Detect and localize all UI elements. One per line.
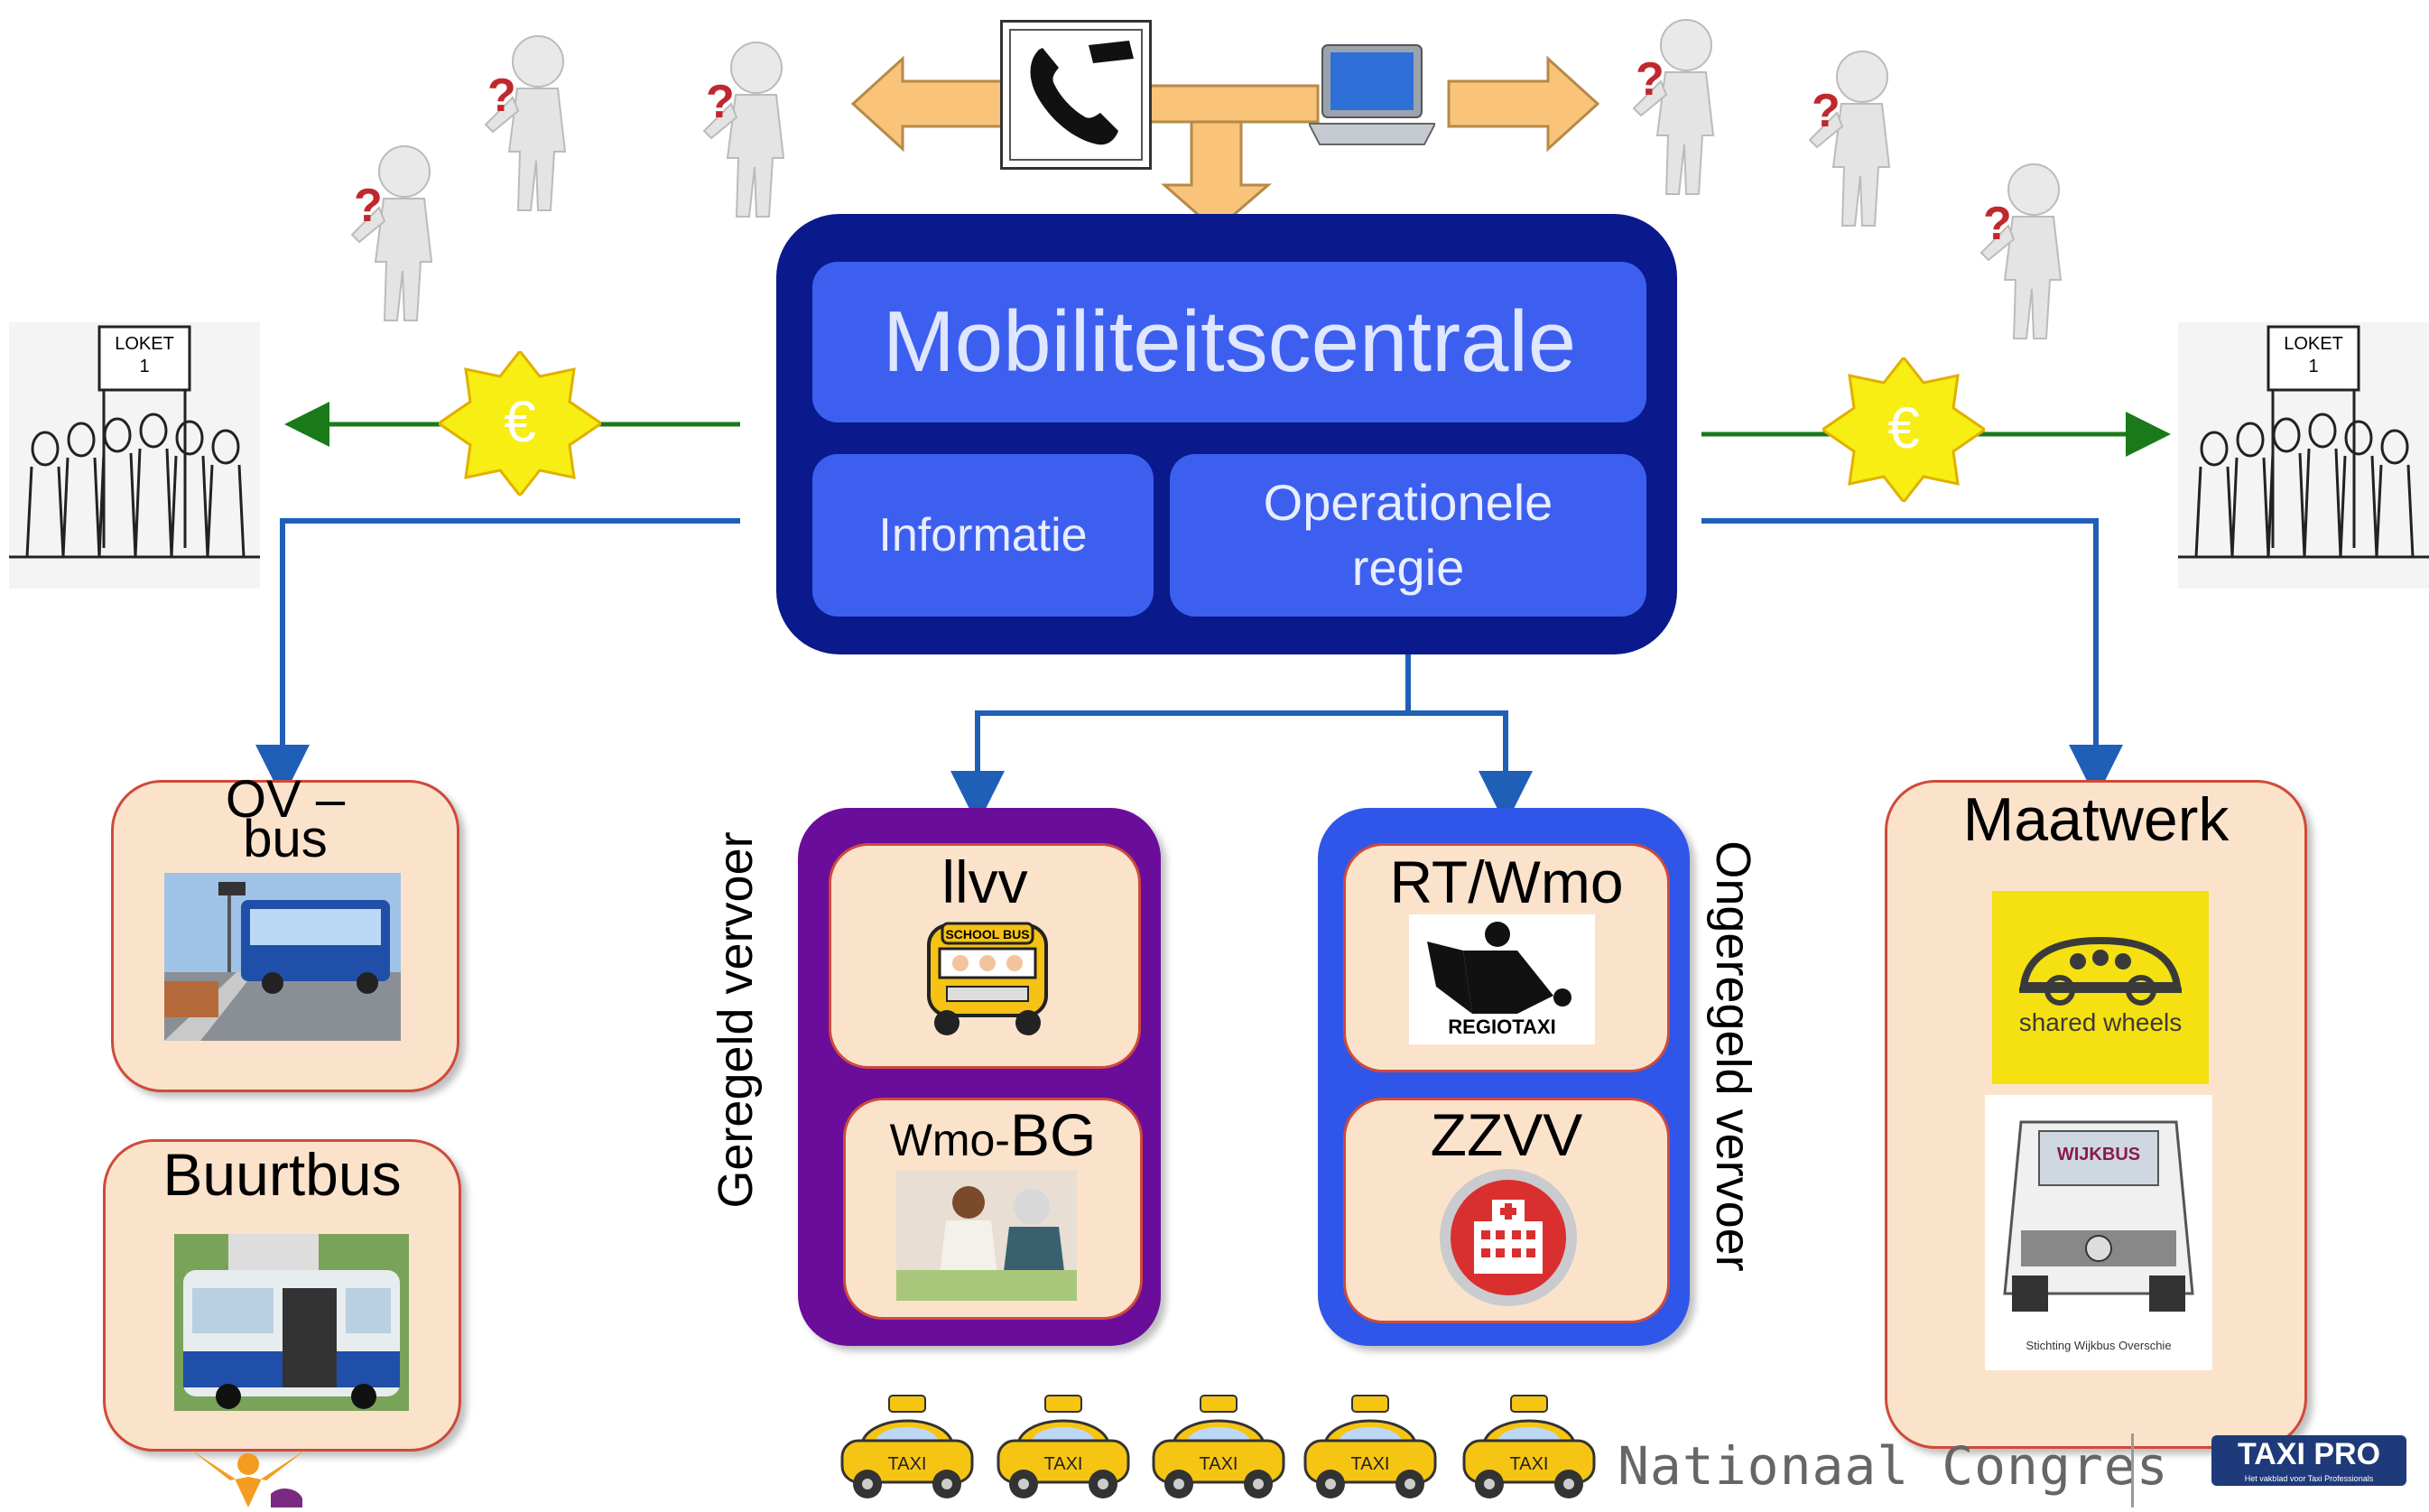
taxi-icon: TAXI: [835, 1388, 979, 1504]
ongeregeld-vervoer-label: Ongeregeld vervoer: [1706, 840, 1760, 1272]
buurtbus-box: Buurtbus: [103, 1139, 461, 1452]
taxi-label: TAXI: [1044, 1454, 1083, 1474]
shared-wheels-text: shared wheels: [2019, 1008, 2183, 1036]
loket-sign-line2: 1: [2308, 357, 2318, 376]
city-bus-photo: [164, 873, 401, 1041]
loket-sign-line2: 1: [139, 357, 149, 376]
ov-bus-box: OV – bus: [111, 770, 459, 1092]
loket-illustration-left: LOKET 1: [9, 322, 260, 589]
taxi-label: TAXI: [1351, 1454, 1390, 1474]
question-person-icon: ?: [1963, 153, 2081, 343]
link-ongeregeld: [1408, 710, 1533, 825]
regiotaxi-text: REGIOTAXI: [1448, 1016, 1555, 1038]
zzvv-title: ZZVV: [1430, 1101, 1583, 1168]
rt-wmo-box: RT/Wmo REGIOTAXI: [1343, 843, 1670, 1072]
euro-symbol: €: [1887, 395, 1920, 460]
hospital-icon: [1436, 1165, 1581, 1310]
euro-symbol: €: [504, 389, 536, 454]
taxi-pro-tagline: Het vakblad voor Taxi Professionals: [2244, 1474, 2374, 1483]
hub-title: Mobiliteitscentrale: [812, 262, 1646, 422]
taxi-icon: TAXI: [991, 1388, 1136, 1504]
question-person-icon: ?: [686, 32, 803, 221]
taxi-icon: TAXI: [1146, 1388, 1291, 1504]
regiotaxi-logo: REGIOTAXI: [1409, 914, 1595, 1044]
question-mark: ?: [1812, 85, 1840, 137]
ov-title-line2: bus: [243, 810, 328, 868]
question-person-icon: ?: [1792, 41, 1909, 230]
wijkbus-caption: Stichting Wijkbus Overschie: [2026, 1339, 2171, 1352]
wmo-label-small: Wmo-: [889, 1115, 1010, 1165]
taxi-icon: TAXI: [1298, 1388, 1442, 1504]
loket-sign-line1: LOKET: [2284, 334, 2343, 354]
euro-badge-left: €: [436, 348, 604, 498]
wmo-label-big: BG: [1009, 1101, 1097, 1168]
question-mark: ?: [706, 76, 735, 128]
buurtbus-photo: [174, 1234, 409, 1411]
taxi-icon: TAXI: [1457, 1388, 1601, 1504]
congress-text: Nationaal Congres: [1618, 1435, 2169, 1497]
taxi-pro-logo: TAXI PRO Het vakblad voor Taxi Professio…: [2211, 1435, 2406, 1486]
school-bus-sign: SCHOOL BUS: [945, 927, 1029, 942]
question-mark: ?: [354, 180, 383, 232]
link-maatwerk: [1701, 518, 2123, 799]
ops-line2: regie: [1351, 539, 1465, 596]
question-mark: ?: [1983, 198, 2012, 250]
euro-badge-right: €: [1820, 355, 1988, 505]
maatwerk-box: Maatwerk shared wheels WIJKBUS Stichting…: [1885, 780, 2307, 1449]
question-mark: ?: [487, 70, 516, 122]
shared-wheels-logo: shared wheels: [1992, 891, 2209, 1084]
ops-line1: Operationele: [1263, 474, 1553, 531]
maatwerk-title: Maatwerk: [1962, 785, 2230, 854]
loket-illustration-right: LOKET 1: [2178, 322, 2429, 589]
wijkbus-photo: WIJKBUS Stichting Wijkbus Overschie: [1985, 1095, 2212, 1370]
taxi-label: TAXI: [1200, 1454, 1238, 1474]
zzvv-box: ZZVV: [1343, 1098, 1670, 1323]
question-mark: ?: [1636, 53, 1664, 106]
laptop-icon: [1307, 41, 1437, 149]
wmo-bg-box: Wmo-BG: [843, 1098, 1143, 1320]
link-ov: [255, 518, 740, 799]
loket-sign-line1: LOKET: [115, 334, 174, 354]
question-person-icon: ?: [1616, 9, 1733, 199]
link-geregeld: [950, 617, 1411, 825]
hub-information: Informatie: [812, 454, 1154, 617]
llvv-title: llvv: [941, 849, 1028, 915]
congress-figure-logo: [181, 1444, 316, 1507]
taxi-label: TAXI: [1510, 1454, 1549, 1474]
ov-title-line1: OV –: [225, 770, 346, 829]
geregeld-vervoer-label: Geregeld vervoer: [709, 831, 763, 1209]
question-person-icon: ?: [334, 135, 451, 325]
buurtbus-title: Buurtbus: [162, 1141, 402, 1208]
school-bus-icon: SCHOOL BUS: [920, 916, 1055, 1043]
care-photo: [896, 1171, 1077, 1301]
hub-operational-control: Operationele regie: [1170, 454, 1646, 617]
taxi-label: TAXI: [888, 1454, 927, 1474]
rt-wmo-title: RT/Wmo: [1389, 849, 1624, 915]
phone-icon: [1000, 20, 1152, 170]
llvv-box: llvv SCHOOL BUS: [829, 843, 1141, 1069]
taxi-pro-brand: TAXI PRO: [2237, 1437, 2381, 1471]
footer-divider: [2131, 1433, 2134, 1507]
wijkbus-text: WIJKBUS: [2057, 1145, 2140, 1164]
request-arrows: [850, 55, 1600, 232]
question-person-icon: ?: [468, 25, 585, 215]
